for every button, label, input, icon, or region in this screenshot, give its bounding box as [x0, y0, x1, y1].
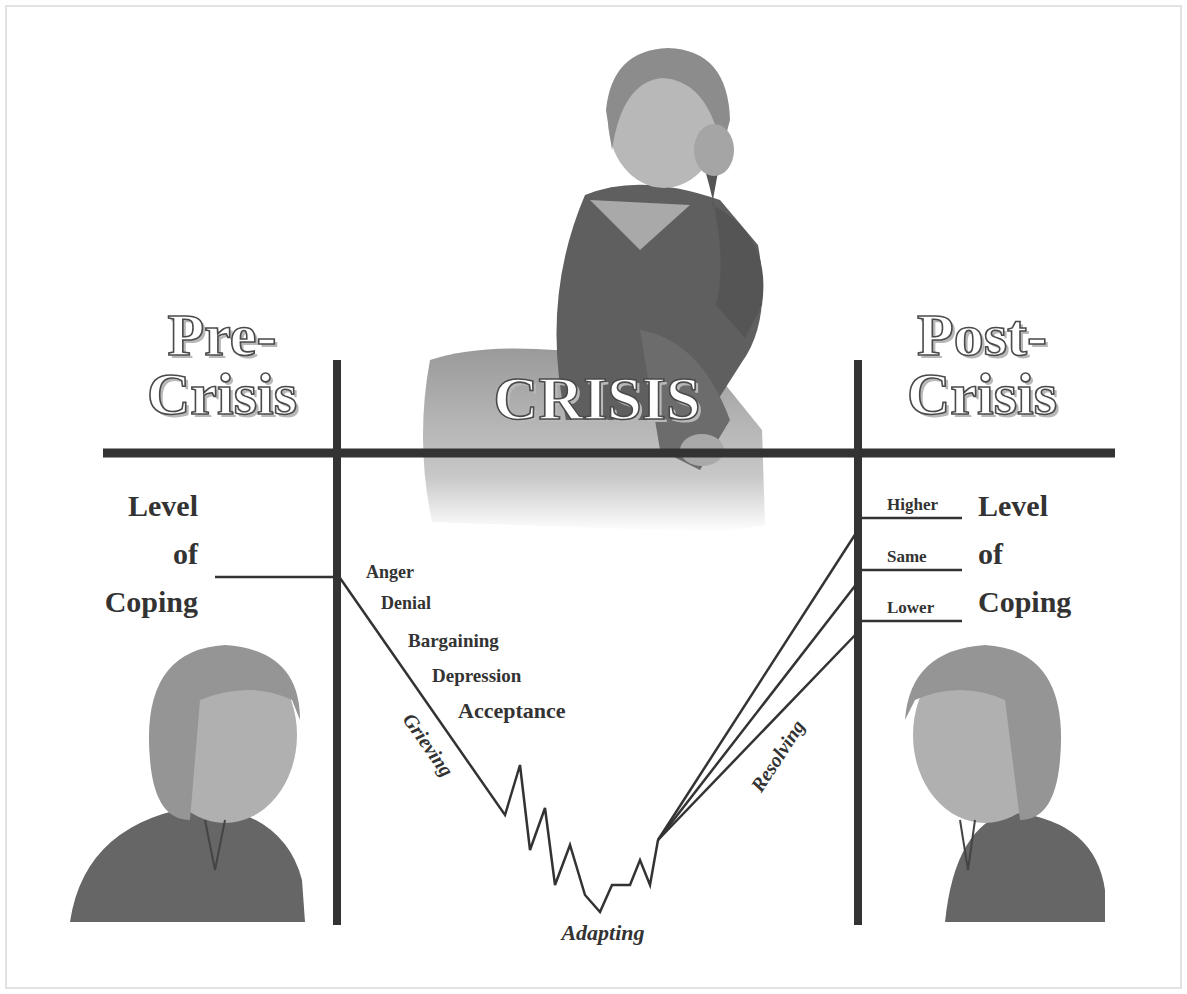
seated-figure	[423, 48, 765, 532]
stage-label: Anger	[366, 562, 414, 583]
level-label: Lower	[887, 598, 934, 618]
phase-heading: Post-Crisis	[907, 306, 1057, 424]
phase-label: Adapting	[561, 920, 644, 945]
stage-label: Acceptance	[458, 698, 566, 723]
phase-heading: CRISIS	[494, 368, 701, 429]
page-frame	[6, 6, 1181, 988]
phase-heading: Pre-Crisis	[147, 306, 297, 424]
pre-crisis-portrait	[70, 645, 305, 922]
post-crisis-portrait	[905, 645, 1105, 922]
coping-curve	[215, 518, 962, 912]
frame-lines	[103, 360, 1115, 925]
axis-label: Level of Coping	[105, 482, 198, 626]
stage-label: Denial	[381, 593, 431, 614]
phase-label: Resolving	[746, 716, 809, 797]
level-label: Higher	[887, 495, 938, 515]
level-label: Same	[887, 547, 927, 567]
stage-label: Depression	[432, 665, 521, 687]
stage-label: Bargaining	[408, 630, 499, 652]
axis-label: Level of Coping	[978, 482, 1071, 626]
phase-label: Grieving	[398, 709, 458, 781]
